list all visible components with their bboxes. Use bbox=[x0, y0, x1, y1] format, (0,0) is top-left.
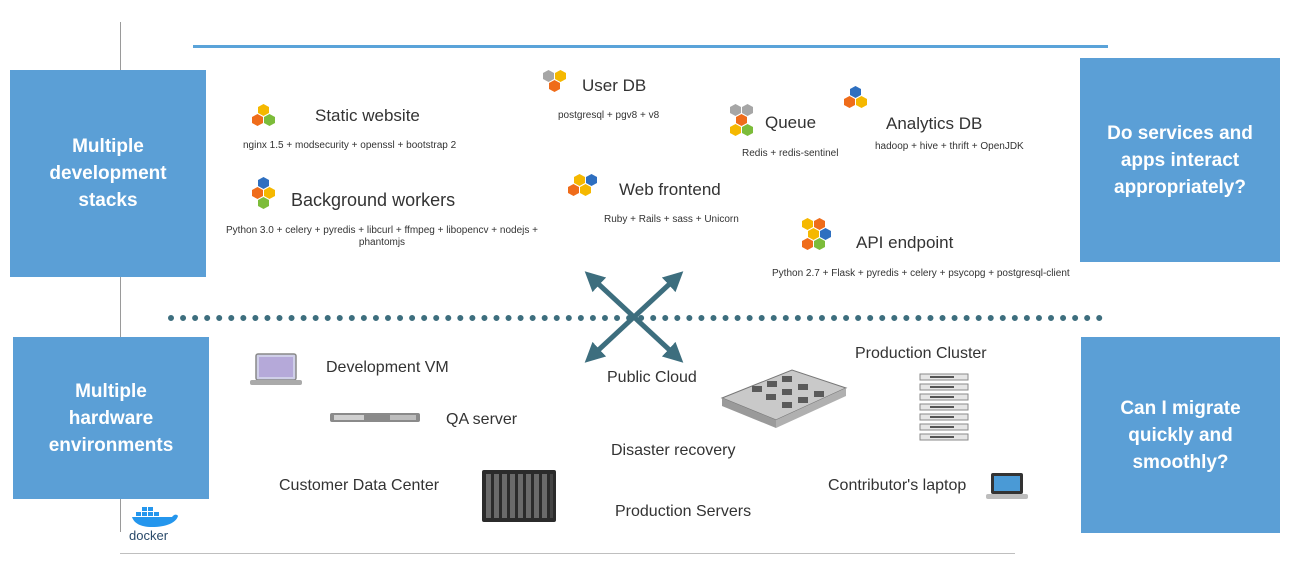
user-db-tech: postgresql + pgv8 + v8 bbox=[558, 110, 660, 121]
public-cloud-label: Public Cloud bbox=[607, 369, 697, 386]
hex-cluster-icon bbox=[800, 218, 836, 258]
box-hw-envs-label: Multiple hardware environments bbox=[48, 380, 174, 456]
box-dev-stacks: Multiple development stacks bbox=[10, 70, 206, 277]
blade-server-icon bbox=[482, 470, 556, 522]
box-migrate-label: Can I migrate quickly and smoothly? bbox=[1120, 397, 1241, 473]
dev-vm-label: Development VM bbox=[326, 359, 449, 376]
disaster-recovery-label: Disaster recovery bbox=[611, 442, 736, 459]
box-hw-envs: Multiple hardware environments bbox=[13, 337, 209, 499]
cross-arrows-icon bbox=[584, 271, 684, 363]
hex-cluster-icon bbox=[541, 70, 569, 100]
box-migrate: Can I migrate quickly and smoothly? bbox=[1081, 337, 1280, 533]
box-dev-stacks-label: Multiple development stacks bbox=[49, 136, 167, 211]
top-accent-line bbox=[193, 45, 1108, 48]
analytics-db-title: Analytics DB bbox=[886, 114, 983, 133]
contributor-laptop-label: Contributor's laptop bbox=[828, 477, 967, 494]
static-website-tech: nginx 1.5 + modsecurity + openssl + boot… bbox=[243, 140, 457, 151]
web-frontend-tech: Ruby + Rails + sass + Unicorn bbox=[604, 214, 739, 225]
user-db-title: User DB bbox=[582, 76, 647, 95]
queue-tech: Redis + redis-sentinel bbox=[742, 148, 839, 159]
static-website-title: Static website bbox=[315, 106, 420, 125]
api-endpoint-tech: Python 2.7 + Flask + pyredis + celery + … bbox=[772, 268, 1070, 279]
hex-cluster-icon bbox=[250, 177, 278, 215]
hex-cluster-icon bbox=[728, 104, 756, 142]
analytics-db-tech: hadoop + hive + thrift + OpenJDK bbox=[875, 141, 1024, 152]
server-board-icon bbox=[720, 369, 848, 428]
docker-whale-icon bbox=[132, 507, 178, 527]
docker-logo-text: docker bbox=[129, 528, 169, 543]
hex-cluster-icon bbox=[566, 174, 597, 204]
qa-server-label: QA server bbox=[446, 411, 518, 428]
web-frontend-title: Web frontend bbox=[619, 180, 721, 199]
laptop-icon bbox=[986, 473, 1028, 499]
hex-cluster-icon bbox=[842, 86, 870, 116]
server-stack-icon bbox=[919, 373, 969, 441]
hex-cluster-icon bbox=[250, 104, 278, 134]
box-interact-label: Do services and apps interact appropriat… bbox=[1107, 122, 1253, 198]
customer-dc-label: Customer Data Center bbox=[279, 477, 440, 494]
production-cluster-label: Production Cluster bbox=[855, 345, 987, 362]
api-endpoint-title: API endpoint bbox=[856, 233, 954, 252]
laptop-icon bbox=[250, 353, 302, 385]
box-interact: Do services and apps interact appropriat… bbox=[1080, 58, 1280, 262]
background-workers-title: Background workers bbox=[291, 190, 456, 210]
background-workers-tech-line2: phantomjs bbox=[358, 237, 406, 248]
bottom-border-line bbox=[120, 553, 1015, 554]
background-workers-tech-line1: Python 3.0 + celery + pyredis + libcurl … bbox=[226, 225, 538, 236]
left-border-line bbox=[120, 22, 121, 532]
rack-server-icon bbox=[330, 413, 420, 422]
queue-title: Queue bbox=[765, 113, 817, 132]
production-servers-label: Production Servers bbox=[615, 503, 752, 520]
